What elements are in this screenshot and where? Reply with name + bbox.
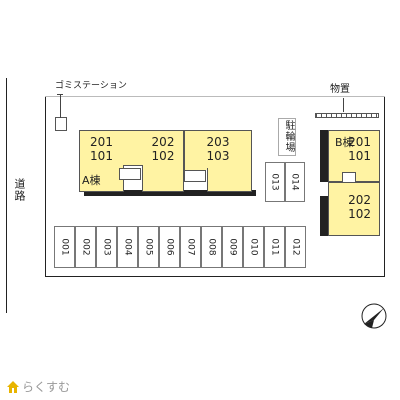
building-b-shadow-2 bbox=[320, 196, 330, 236]
parking-slot-004[interactable]: 004 bbox=[117, 226, 138, 268]
site-boundary-bottom bbox=[45, 276, 385, 277]
site-boundary-left bbox=[45, 96, 46, 276]
parking-slot-006[interactable]: 006 bbox=[159, 226, 180, 268]
parking-slot-001[interactable]: 001 bbox=[54, 226, 75, 268]
unit-number-lower: 103 bbox=[206, 149, 230, 163]
unit-number-lower: 102 bbox=[151, 149, 175, 163]
brand-label: らくすむ bbox=[22, 380, 71, 394]
unit-number-lower: 102 bbox=[348, 207, 371, 221]
garbage-station-box bbox=[55, 117, 67, 131]
garbage-station-leader bbox=[60, 94, 61, 118]
road-label: 道路 bbox=[13, 178, 26, 202]
building-a-unit-3[interactable]: 203 103 bbox=[184, 130, 252, 170]
parking-slot-003[interactable]: 003 bbox=[96, 226, 117, 268]
parking-slot-012[interactable]: 012 bbox=[285, 226, 306, 268]
parking-slot-002[interactable]: 002 bbox=[75, 226, 96, 268]
bike-parking-box bbox=[278, 118, 296, 156]
building-a-unit-2[interactable]: 202 102 bbox=[142, 130, 184, 192]
site-boundary-top bbox=[45, 96, 385, 97]
unit-number-lower: 101 bbox=[348, 149, 371, 163]
site-boundary-right bbox=[384, 96, 385, 276]
unit-number-upper: 202 bbox=[151, 135, 175, 149]
parking-slot-009[interactable]: 009 bbox=[222, 226, 243, 268]
storage-leader bbox=[343, 98, 344, 112]
bike-parking-label: 駐輪場 bbox=[283, 120, 294, 153]
house-logo-icon bbox=[7, 381, 19, 393]
road-line bbox=[6, 78, 7, 313]
building-a-notch-1 bbox=[119, 168, 141, 180]
building-b-shadow-1 bbox=[320, 130, 330, 182]
north-arrow-icon bbox=[361, 303, 387, 329]
garbage-station-label: ゴミステーション bbox=[55, 81, 127, 91]
building-a-unit-1[interactable]: 201 101 bbox=[79, 130, 124, 192]
building-b-unit-2[interactable]: 202 102 bbox=[328, 182, 380, 236]
building-a-unit-3-lower bbox=[207, 168, 252, 192]
building-a-shadow bbox=[84, 190, 256, 196]
unit-number-upper: 203 bbox=[206, 135, 230, 149]
garbage-station-leader-h bbox=[57, 94, 63, 95]
unit-number-upper: 202 bbox=[348, 193, 371, 207]
building-a-name: A棟 bbox=[82, 174, 101, 187]
unit-number-upper: 201 bbox=[348, 135, 371, 149]
storage-structure bbox=[315, 113, 379, 118]
parking-slot-010[interactable]: 010 bbox=[243, 226, 264, 268]
unit-number-lower: 101 bbox=[90, 149, 113, 163]
parking-slot-013[interactable]: 013 bbox=[265, 162, 285, 202]
parking-slot-011[interactable]: 011 bbox=[264, 226, 285, 268]
building-b-name: B棟 bbox=[335, 136, 354, 149]
unit-number-upper: 201 bbox=[90, 135, 113, 149]
parking-slot-014[interactable]: 014 bbox=[285, 162, 305, 202]
building-a-notch-2 bbox=[184, 170, 206, 182]
parking-slot-008[interactable]: 008 bbox=[201, 226, 222, 268]
parking-slot-007[interactable]: 007 bbox=[180, 226, 201, 268]
storage-label: 物置 bbox=[330, 84, 350, 95]
building-a-connector-1 bbox=[123, 130, 143, 166]
parking-slot-005[interactable]: 005 bbox=[138, 226, 159, 268]
